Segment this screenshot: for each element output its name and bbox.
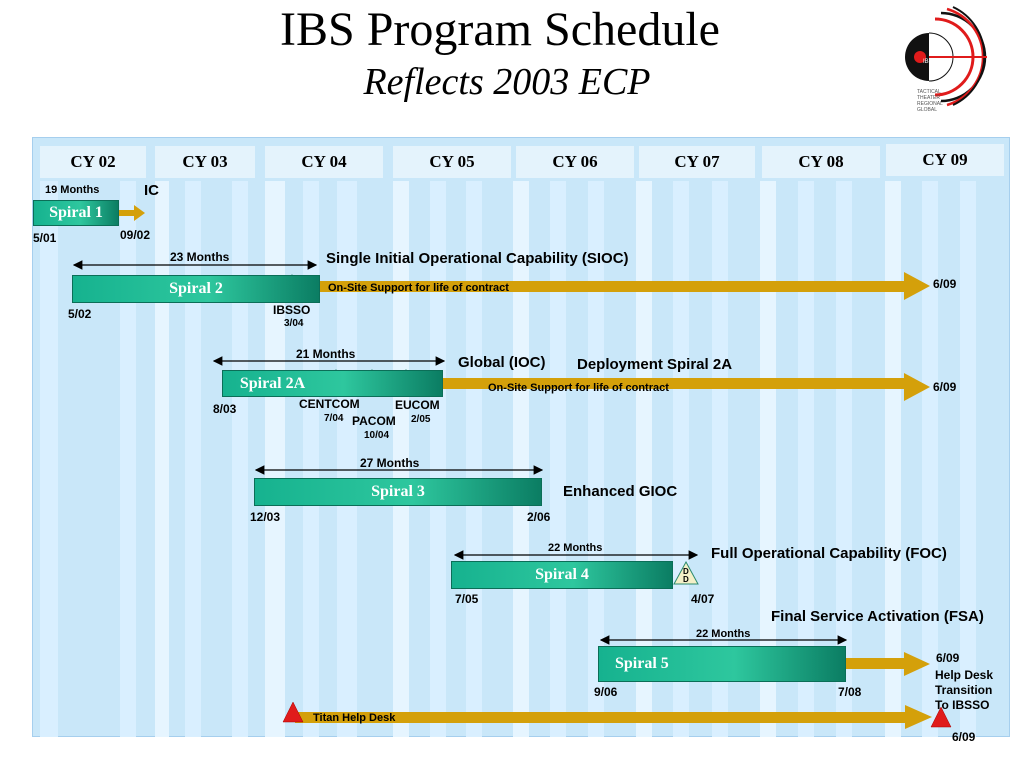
- spiral2-milestone: Single Initial Operational Capability (S…: [326, 250, 629, 267]
- page-subtitle: Reflects 2003 ECP: [363, 61, 651, 103]
- spiral1-milestone: IC: [144, 182, 159, 199]
- month-stripe: [393, 181, 409, 737]
- spiral3-end-date: 2/06: [527, 510, 551, 524]
- spiral3-milestone: Enhanced GIOC: [563, 483, 678, 500]
- spiral2a-support-label: On-Site Support for life of contract: [488, 382, 669, 394]
- month-stripe: [513, 181, 529, 737]
- spiral2-bar: Spiral 2: [72, 275, 320, 303]
- month-stripe: [337, 181, 357, 737]
- spiral1-end-date: 09/02: [120, 228, 151, 242]
- ibsso-date: 3/04: [284, 318, 304, 329]
- spiral5-bar-label: Spiral 5: [615, 655, 669, 672]
- eucom-label: EUCOM: [395, 398, 440, 412]
- pacom-date: 10/04: [364, 430, 390, 441]
- month-stripe: [960, 181, 976, 737]
- svg-text:D: D: [683, 567, 689, 576]
- svg-text:GLOBAL: GLOBAL: [917, 107, 937, 113]
- spiral4-bar: Spiral 4: [451, 561, 673, 589]
- spiral5-milestone: Final Service Activation (FSA): [771, 608, 984, 625]
- centcom-label: CENTCOM: [299, 397, 360, 411]
- month-stripe: [120, 181, 136, 737]
- spiral5-end-date: 7/08: [838, 685, 862, 699]
- spiral4-end-date: 4/07: [691, 592, 715, 606]
- year-header-cy04: CY 04: [265, 146, 383, 178]
- titan-helpdesk-arrow: [295, 705, 932, 729]
- spiral5-bar: Spiral 5: [598, 646, 846, 682]
- eucom-date: 2/05: [411, 414, 431, 425]
- transition-line-3: To IBSSO: [935, 698, 990, 712]
- year-header-cy07: CY 07: [639, 146, 755, 178]
- month-stripe: [836, 181, 852, 737]
- month-stripe: [550, 181, 566, 737]
- helpdesk-start-triangle: [282, 701, 304, 723]
- svg-text:IBS: IBS: [923, 59, 933, 65]
- ibsso-label: IBSSO: [273, 303, 311, 317]
- spiral5-start-date: 9/06: [594, 685, 618, 699]
- year-header-cy08: CY 08: [762, 146, 880, 178]
- month-stripe: [466, 181, 482, 737]
- spiral4-duration: 22 Months: [548, 542, 603, 554]
- page-title: IBS Program Schedule: [280, 3, 720, 56]
- month-stripe: [303, 181, 319, 737]
- pacom-label: PACOM: [352, 414, 396, 428]
- spiral2a-start-date: 8/03: [213, 402, 237, 416]
- spiral3-duration: 27 Months: [360, 456, 420, 470]
- year-header-cy03: CY 03: [155, 146, 255, 178]
- year-header-cy09: CY 09: [886, 144, 1004, 176]
- helpdesk-transition-note: Help Desk Transition To IBSSO: [935, 668, 993, 713]
- svg-text:D: D: [683, 575, 689, 584]
- spiral1-duration: 19 Months: [45, 184, 100, 196]
- spiral4-start-date: 7/05: [455, 592, 479, 606]
- month-stripe: [712, 181, 728, 737]
- year-header-cy06: CY 06: [516, 146, 634, 178]
- month-stripe: [40, 181, 58, 737]
- spiral5-arrow-end-date: 6/09: [936, 651, 960, 665]
- spiral2-end-date: 6/09: [933, 277, 957, 291]
- spiral5-duration: 22 Months: [696, 628, 751, 640]
- spiral2a-milestone-deploy: Deployment Spiral 2A: [577, 356, 733, 373]
- svg-text:TACTICAL: TACTICAL: [917, 89, 941, 95]
- spiral2-support-label: On-Site Support for life of contract: [328, 282, 509, 294]
- transition-line-1: Help Desk: [935, 668, 994, 682]
- spiral2a-duration: 21 Months: [296, 347, 356, 361]
- year-header-cy02: CY 02: [40, 146, 146, 178]
- spiral2-support-arrow: [318, 272, 930, 300]
- spiral4-milestone: Full Operational Capability (FOC): [711, 545, 947, 562]
- month-stripe: [185, 181, 201, 737]
- month-stripe: [430, 181, 446, 737]
- spiral2a-end-date: 6/09: [933, 380, 957, 394]
- month-stripe: [885, 181, 901, 737]
- spiral2a-bar: Spiral 2A: [222, 370, 443, 397]
- month-stripe: [922, 181, 938, 737]
- spiral2-duration: 23 Months: [170, 250, 230, 264]
- spiral1-bar: Spiral 1: [33, 200, 119, 226]
- month-stripe: [636, 181, 652, 737]
- month-stripe: [760, 181, 776, 737]
- svg-text:THEATER: THEATER: [917, 95, 940, 101]
- month-stripe: [673, 181, 689, 737]
- helpdesk-end-date: 6/09: [952, 730, 976, 744]
- month-stripe: [798, 181, 814, 737]
- spiral2a-milestone-ioc: Global (IOC): [458, 354, 546, 371]
- month-stripe: [265, 181, 285, 737]
- spiral3-start-date: 12/03: [250, 510, 281, 524]
- helpdesk-end-triangle: [930, 706, 952, 728]
- transition-line-2: Transition: [935, 683, 993, 697]
- spiral3-bar: Spiral 3: [254, 478, 542, 506]
- ibs-logo: IBS TACTICAL THEATER REGIONAL GLOBAL: [905, 6, 987, 113]
- spiral2a-support-arrow: [443, 373, 930, 401]
- month-stripe: [232, 181, 248, 737]
- centcom-date: 7/04: [324, 413, 344, 424]
- spiral1-start-date: 5/01: [33, 231, 57, 245]
- svg-text:REGIONAL: REGIONAL: [917, 101, 943, 107]
- spiral2a-bar-label: Spiral 2A: [239, 374, 306, 392]
- month-stripe: [588, 181, 604, 737]
- month-stripe: [155, 181, 169, 737]
- year-header-cy05: CY 05: [393, 146, 511, 178]
- spiral4-dd-badge: D D: [673, 560, 699, 585]
- spiral2-start-date: 5/02: [68, 307, 92, 321]
- titan-helpdesk-label: Titan Help Desk: [313, 712, 396, 724]
- spiral1-arrow: [118, 205, 145, 221]
- spiral5-arrow: [846, 652, 930, 676]
